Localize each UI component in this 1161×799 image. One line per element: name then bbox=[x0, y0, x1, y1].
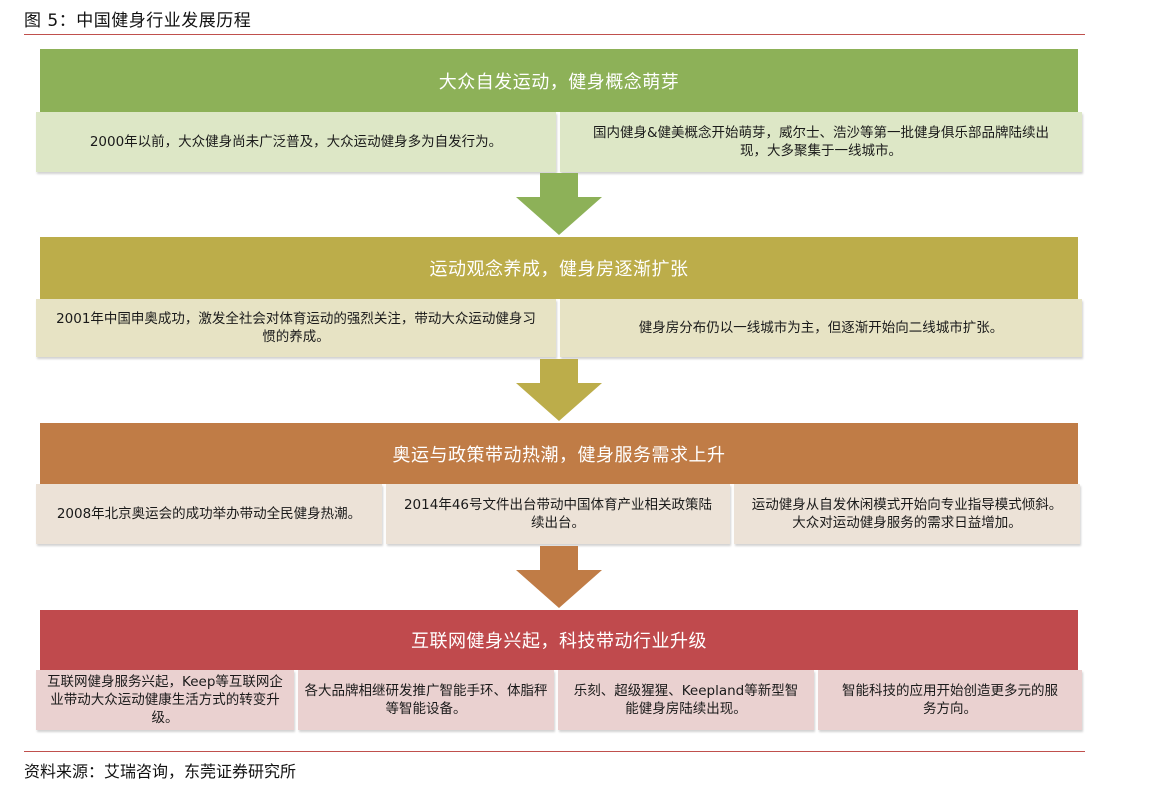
stage-1-row: 2000年以前，大众健身尚未广泛普及，大众运动健身多为自发行为。 国内健身&健美… bbox=[36, 112, 1082, 172]
stage-2-box-2: 健身房分布仍以一线城市为主，但逐渐开始向二线城市扩张。 bbox=[560, 299, 1082, 357]
stage-3-box-2: 2014年46号文件出台带动中国体育产业相关政策陆续出台。 bbox=[386, 484, 730, 544]
stage-1-box-1: 2000年以前，大众健身尚未广泛普及，大众运动健身多为自发行为。 bbox=[36, 112, 556, 172]
top-rule bbox=[24, 34, 1085, 35]
down-arrow-icon bbox=[516, 173, 602, 235]
stage-2-row: 2001年中国申奥成功，激发全社会对体育运动的强烈关注，带动大众运动健身习惯的养… bbox=[36, 299, 1082, 357]
down-arrow-icon bbox=[516, 359, 602, 421]
stage-4-box-4: 智能科技的应用开始创造更多元的服务方向。 bbox=[818, 670, 1082, 730]
stage-4-row: 互联网健身服务兴起，Keep等互联网企业带动大众运动健康生活方式的转变升级。 各… bbox=[36, 670, 1082, 730]
figure-title: 图 5：中国健身行业发展历程 bbox=[24, 11, 252, 31]
stage-4-box-1: 互联网健身服务兴起，Keep等互联网企业带动大众运动健康生活方式的转变升级。 bbox=[36, 670, 294, 730]
stage-4-box-2: 各大品牌相继研发推广智能手环、体脂秤等智能设备。 bbox=[298, 670, 554, 730]
bottom-rule bbox=[24, 751, 1085, 752]
stage-4-box-3: 乐刻、超级猩猩、Keepland等新型智能健身房陆续出现。 bbox=[558, 670, 814, 730]
stage-3-box-3: 运动健身从自发休闲模式开始向专业指导模式倾斜。大众对运动健身服务的需求日益增加。 bbox=[734, 484, 1080, 544]
stage-3-row: 2008年北京奥运会的成功举办带动全民健身热潮。 2014年46号文件出台带动中… bbox=[36, 484, 1082, 544]
stage-3-box-1: 2008年北京奥运会的成功举办带动全民健身热潮。 bbox=[36, 484, 382, 544]
stage-1-box-2: 国内健身&健美概念开始萌芽，威尔士、浩沙等第一批健身俱乐部品牌陆续出现，大多聚集… bbox=[560, 112, 1082, 172]
stage-2-title: 运动观念养成，健身房逐渐扩张 bbox=[40, 237, 1078, 299]
down-arrow-icon bbox=[516, 546, 602, 608]
stage-3-title: 奥运与政策带动热潮，健身服务需求上升 bbox=[40, 423, 1078, 484]
stage-2-box-1: 2001年中国申奥成功，激发全社会对体育运动的强烈关注，带动大众运动健身习惯的养… bbox=[36, 299, 556, 357]
stage-1-title: 大众自发运动，健身概念萌芽 bbox=[40, 49, 1078, 112]
figure-source: 资料来源：艾瑞咨询，东莞证券研究所 bbox=[24, 762, 297, 781]
stage-4-title: 互联网健身兴起，科技带动行业升级 bbox=[40, 610, 1078, 670]
